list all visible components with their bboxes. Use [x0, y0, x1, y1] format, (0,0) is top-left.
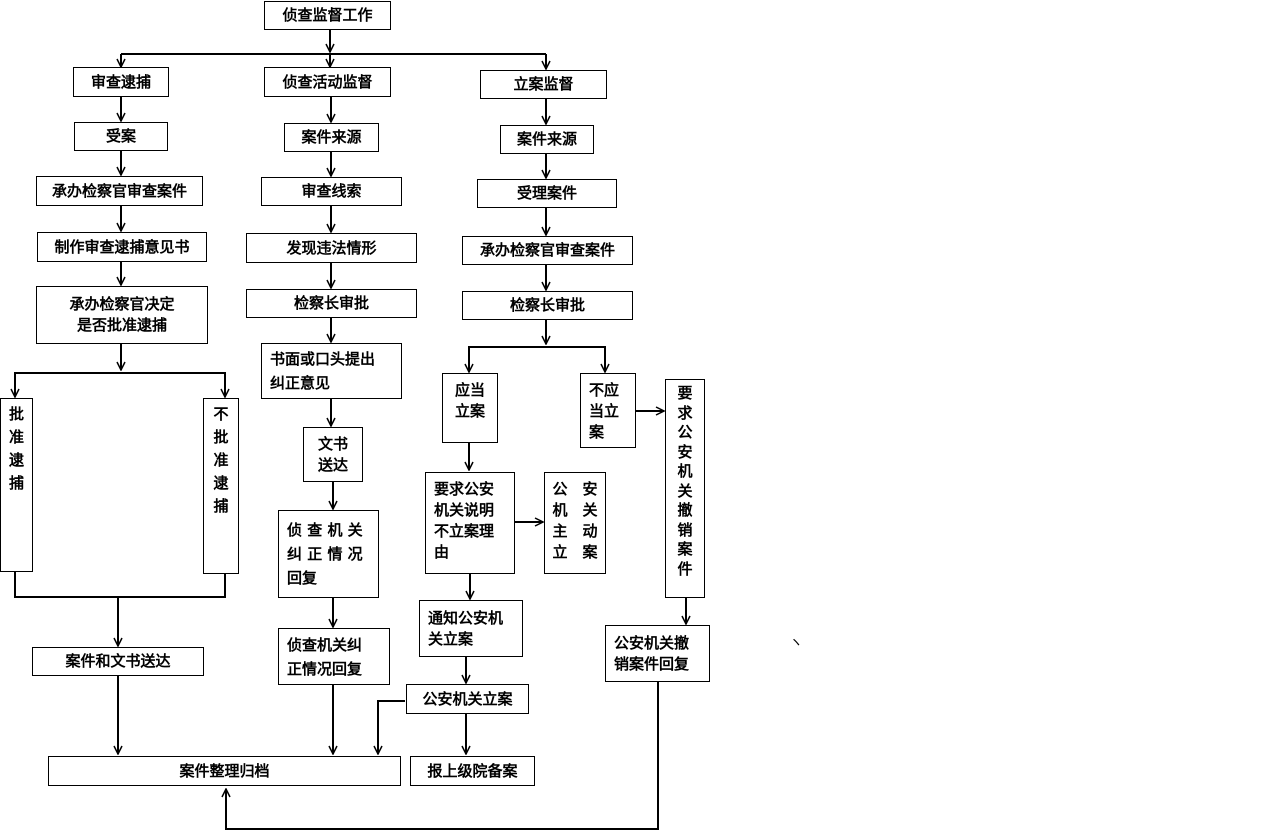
node-root: 侦查监督工作 [264, 1, 391, 30]
node-should-file: 应当 立案 [442, 373, 498, 443]
node-deliver-docs: 文书 送达 [303, 427, 363, 482]
node-review-arrest: 审查逮捕 [73, 67, 169, 97]
edge-reply-archive-return [226, 682, 659, 830]
node-investigation-supervision: 侦查活动监督 [264, 67, 391, 97]
node-approve-arrest: 批 准 逮 捕 [0, 398, 33, 572]
node-find-violation: 发现违法情形 [246, 233, 417, 263]
node-report-superior: 报上级院备案 [410, 756, 535, 786]
node-archive: 案件整理归档 [48, 756, 401, 786]
node-deliver-case-docs: 案件和文书送达 [32, 647, 204, 676]
node-require-revoke: 要 求 公 安 机 关 撤 销 案 件 [665, 379, 705, 598]
node-require-explain: 要求公安 机关说明 不立案理 由 [425, 472, 515, 574]
merge-bus-left [14, 572, 226, 598]
node-correction-reply-1: 侦 查 机 关 纠 正 情 况 回复 [278, 510, 379, 598]
node-police-self-file: 公 安 机 关 主 动 立 案 [544, 472, 606, 574]
node-chief-approval-1: 检察长审批 [246, 289, 417, 318]
node-review-clues: 审查线索 [261, 177, 402, 206]
node-revoke-reply: 公安机关撤 销案件回复 [605, 625, 710, 682]
node-prosecutor-review-2: 承办检察官审查案件 [462, 236, 633, 265]
node-decide-arrest: 承办检察官决定 是否批准逮捕 [36, 286, 208, 344]
node-should-not-file: 不应 当立 案 [580, 373, 636, 448]
node-case-filing-supervision: 立案监督 [480, 70, 607, 99]
node-chief-approval-2: 检察长审批 [462, 291, 633, 320]
node-prosecutor-review-1: 承办检察官审查案件 [36, 176, 203, 206]
node-case-source-2: 案件来源 [500, 125, 594, 154]
node-correction-opinion: 书面或口头提出 纠正意见 [261, 343, 402, 399]
node-correction-reply-2: 侦查机关纠 正情况回复 [278, 628, 390, 685]
node-case-source-1: 案件来源 [284, 123, 379, 152]
stray-mark: ヽ [789, 635, 803, 651]
edge-policefile-archive [378, 700, 405, 754]
node-notify-police-file: 通知公安机 关立案 [419, 600, 523, 657]
node-police-file: 公安机关立案 [406, 684, 529, 714]
split-bus-right [468, 346, 606, 370]
node-accept-handle: 受理案件 [477, 179, 617, 208]
node-reject-arrest: 不 批 准 逮 捕 [203, 398, 239, 574]
node-accept-case: 受案 [74, 122, 168, 151]
node-draft-opinion: 制作审查逮捕意见书 [37, 232, 207, 262]
split-bus-left [14, 372, 226, 396]
